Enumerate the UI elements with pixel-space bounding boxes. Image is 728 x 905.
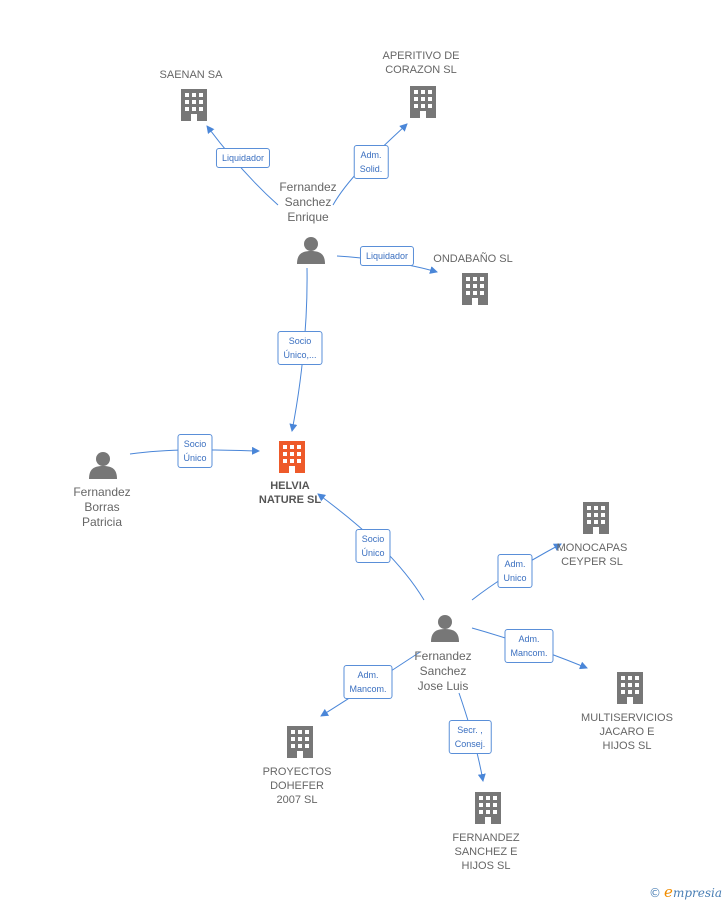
edge-label-e6: Socio Único	[355, 529, 391, 563]
edge-label-e9: Adm. Mancom.	[343, 665, 393, 699]
brand-initial: e	[664, 883, 673, 901]
node-label-fernandez-hijos[interactable]: FERNANDEZ SANCHEZ E HIJOS SL	[452, 832, 520, 872]
copyright-icon: ©	[649, 886, 662, 900]
monocapas-building-icon[interactable]	[583, 502, 609, 534]
node-label-fse[interactable]: Fernandez Sanchez Enrique	[279, 180, 337, 224]
node-label-proyectos[interactable]: PROYECTOS DOHEFER 2007 SL	[262, 766, 332, 806]
fernandez-hijos-building-icon[interactable]	[475, 792, 501, 824]
edge-label-e2: Adm. Solid.	[353, 145, 389, 179]
node-label-helvia[interactable]: HELVIA NATURE SL	[258, 480, 322, 506]
fsjl-person-icon[interactable]	[431, 615, 459, 642]
helvia-building-icon[interactable]	[279, 441, 305, 473]
saenan-building-icon[interactable]	[181, 89, 207, 121]
edge-label-e5: Socio Único	[177, 434, 213, 468]
node-label-fsjl[interactable]: Fernandez Sanchez Jose Luis	[414, 649, 472, 693]
edge-label-e3: Liquidador	[359, 246, 415, 266]
proyectos-building-icon[interactable]	[287, 726, 313, 758]
node-label-fbp[interactable]: Fernandez Borras Patricia	[73, 485, 131, 529]
node-label-monocapas[interactable]: MONOCAPAS CEYPER SL	[556, 542, 628, 568]
fse-person-icon[interactable]	[297, 237, 325, 264]
node-label-multiservicios[interactable]: MULTISERVICIOS JACARO E HIJOS SL	[581, 712, 673, 752]
multiservicios-building-icon[interactable]	[617, 672, 643, 704]
edge-label-e10: Secr. , Consej.	[448, 720, 492, 754]
edge-label-e8: Adm. Mancom.	[504, 629, 554, 663]
empresia-logo[interactable]: ©empresia	[649, 883, 722, 901]
fbp-person-icon[interactable]	[89, 452, 117, 479]
ondabano-building-icon[interactable]	[462, 273, 488, 305]
aperitivo-building-icon[interactable]	[410, 86, 436, 118]
node-label-ondabano[interactable]: ONDABAÑO SL	[433, 253, 513, 265]
brand-name: mpresia	[672, 886, 722, 900]
node-label-saenan[interactable]: SAENAN SA	[159, 69, 223, 81]
edge-label-e7: Adm. Unico	[497, 554, 533, 588]
edge-label-e1: Liquidador	[215, 148, 271, 168]
edge-label-e4: Socio Único,...	[277, 331, 323, 365]
node-label-aperitivo[interactable]: APERITIVO DE CORAZON SL	[382, 50, 460, 76]
